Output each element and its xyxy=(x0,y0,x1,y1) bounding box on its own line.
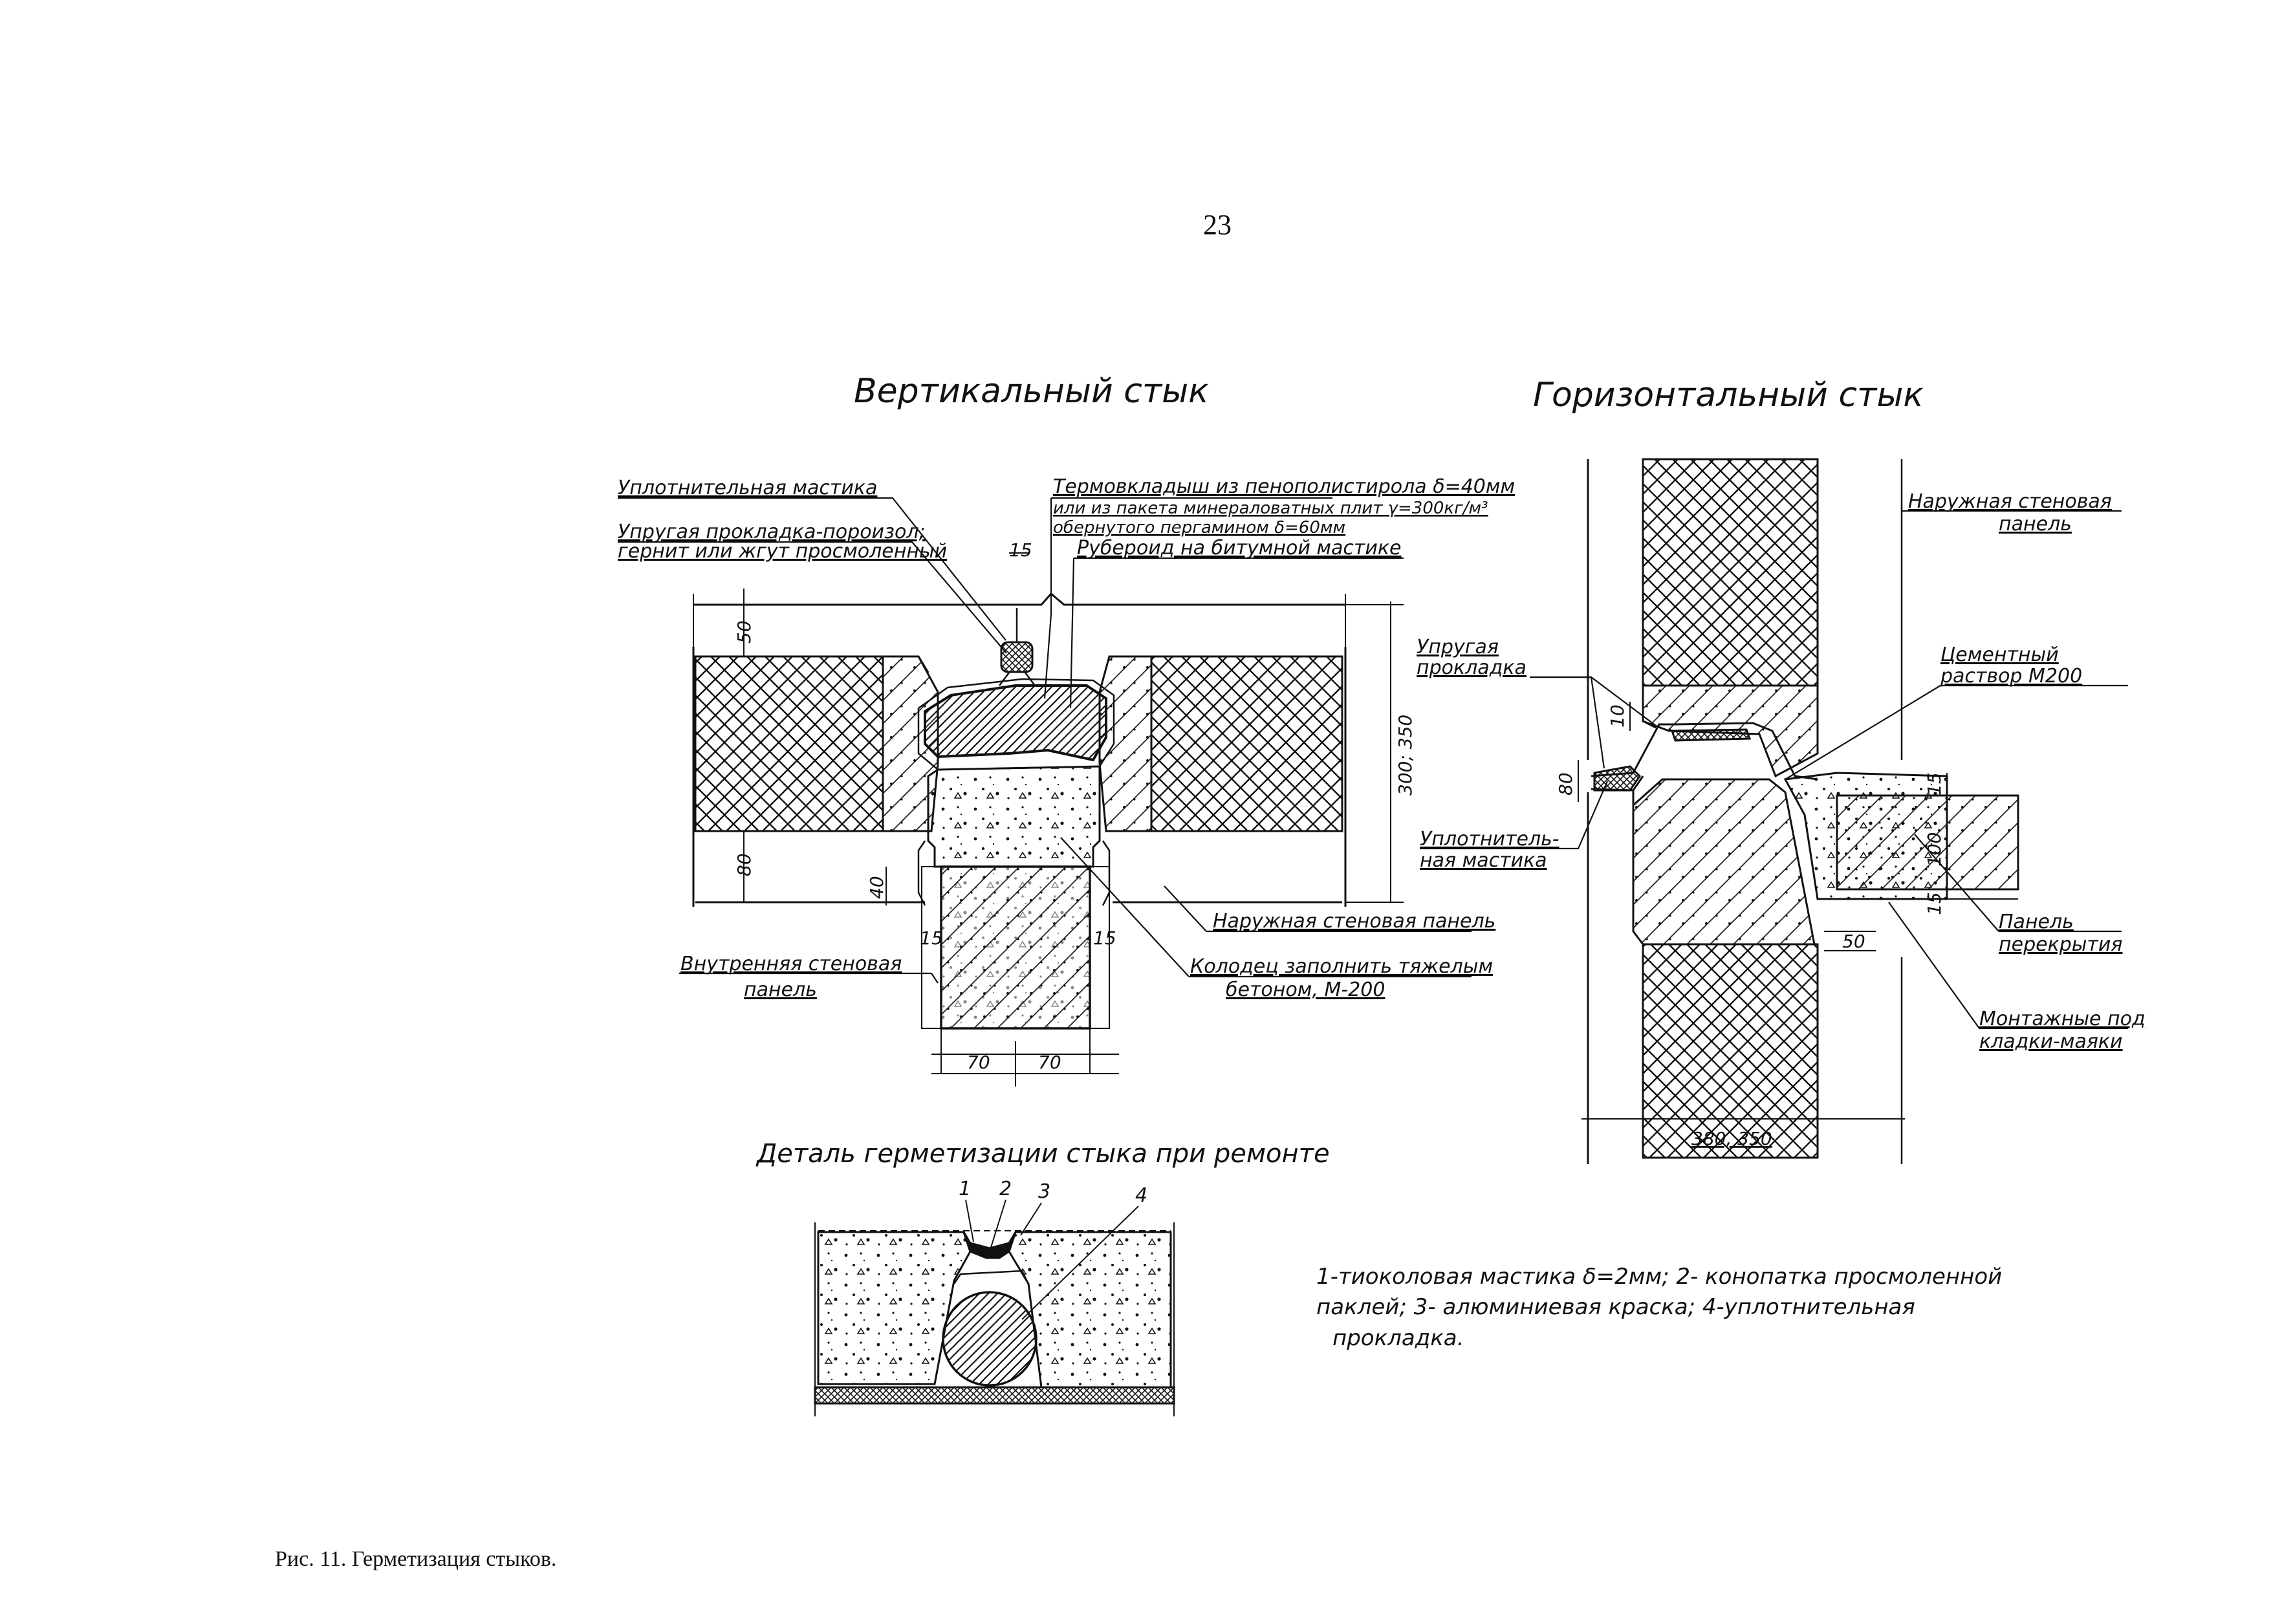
legend-line-3: прокладка. xyxy=(1332,1325,1464,1351)
label-h-floor-panel-1: Панель xyxy=(1999,911,2074,933)
label-h-mastic-1: Уплотнитель- xyxy=(1420,828,1559,850)
legend-line-1: 1-тиоколовая мастика δ=2мм; 2- конопатка… xyxy=(1316,1264,2002,1290)
dim-h-50: 50 xyxy=(1842,931,1865,952)
left-panel-insulation xyxy=(694,655,884,832)
callout-4: 4 xyxy=(1135,1184,1147,1207)
label-inner-panel-2: панель xyxy=(744,979,817,1001)
label-gasket-2: гернит или жгут просмоленный xyxy=(618,540,947,563)
repair-detail: Деталь герметизации стыка при ремонте xyxy=(755,1139,1330,1416)
label-h-cement-2: раствор М200 xyxy=(1940,665,2082,687)
lower-panel-insulation xyxy=(1642,943,1819,1159)
figure-caption: Рис. 11. Герметизация стыков. xyxy=(275,1547,557,1571)
dim-h-380: 380, 350 xyxy=(1691,1128,1772,1149)
label-outer-panel: Наружная стеновая панель xyxy=(1213,910,1495,933)
label-gasket-1: Упругая прокладка-пороизол; xyxy=(618,521,926,543)
thermal-insert xyxy=(924,684,1107,762)
vertical-joint-title: Вертикальный стык xyxy=(854,372,1209,411)
dim-h-10: 10 xyxy=(1607,704,1628,728)
label-h-gasket-2: прокладка xyxy=(1417,656,1527,679)
label-h-cement-1: Цементный xyxy=(1940,644,2059,666)
detail-gasket xyxy=(942,1291,1038,1387)
label-thermo-3: обернутого пергамином δ=60мм xyxy=(1053,518,1345,537)
horizontal-joint: Горизонтальный стык xyxy=(1420,376,2128,1164)
label-h-mastic-2: ная мастика xyxy=(1420,849,1547,872)
vertical-joint-labels: Уплотнительная мастика Упругая прокладка… xyxy=(618,475,1515,1001)
dim-h-15-top: 15 xyxy=(1924,772,1945,796)
detail-base-layer xyxy=(814,1386,1175,1405)
horizontal-sealing-mastic xyxy=(1593,765,1641,792)
detail-legend: 1-тиоколовая мастика δ=2мм; 2- конопатка… xyxy=(1316,1264,2002,1351)
label-thermo-1: Термовкладыш из пенополистирола δ=40мм xyxy=(1053,475,1515,498)
callout-3: 3 xyxy=(1038,1180,1050,1203)
label-sealing-mastic: Уплотнительная мастика xyxy=(618,477,877,499)
vertical-joint: Вертикальный стык xyxy=(618,372,1472,1087)
label-thermo-2: или из пакета минераловатных плит γ=300к… xyxy=(1053,499,1488,518)
dim-300-350: 300; 350 xyxy=(1395,715,1416,796)
detail-right-slab xyxy=(1008,1231,1172,1389)
dim-50: 50 xyxy=(734,620,755,644)
label-well-2: бетоном, М-200 xyxy=(1226,979,1385,1001)
dim-80: 80 xyxy=(734,853,755,876)
dim-h-80: 80 xyxy=(1555,772,1576,796)
dim-70-right: 70 xyxy=(1038,1052,1061,1073)
vertical-joint-dimensions: 15 50 300; 350 80 40 15 15 70 70 xyxy=(734,539,1416,1073)
label-well-1: Колодец заполнить тяжелым xyxy=(1190,955,1493,978)
detail-mastic xyxy=(962,1231,1017,1259)
dim-15-left: 15 xyxy=(920,927,943,949)
right-panel-rib xyxy=(1098,655,1153,832)
label-h-mount-1: Монтажные под xyxy=(1979,1008,2146,1030)
lower-panel-rib xyxy=(1632,778,1816,946)
dim-h-15-bottom: 15 xyxy=(1924,892,1945,915)
elastic-gasket xyxy=(1000,641,1034,673)
dim-15: 15 xyxy=(1009,539,1032,561)
upper-panel-insulation xyxy=(1642,458,1819,687)
detail-callouts: 1 2 3 4 xyxy=(959,1178,1147,1207)
dim-h-100: 100 xyxy=(1924,832,1945,867)
horizontal-gasket xyxy=(1670,728,1752,742)
horizontal-joint-title: Горизонтальный стык xyxy=(1533,376,1924,415)
label-inner-panel-1: Внутренняя стеновая xyxy=(680,953,902,975)
detail-title: Деталь герметизации стыка при ремонте xyxy=(755,1139,1330,1169)
label-h-outer-panel-2: панель xyxy=(1999,513,2072,536)
label-h-outer-panel-1: Наружная стеновая xyxy=(1908,490,2112,513)
page-number: 23 xyxy=(1203,209,1232,241)
callout-1: 1 xyxy=(959,1178,971,1200)
legend-line-2: паклей; 3- алюминиевая краска; 4-уплотни… xyxy=(1316,1294,1915,1320)
right-panel-insulation xyxy=(1150,655,1343,832)
dim-40: 40 xyxy=(866,876,887,899)
detail-left-slab xyxy=(817,1231,972,1385)
label-h-mount-2: кладки-маяки xyxy=(1979,1030,2123,1053)
callout-2: 2 xyxy=(999,1178,1012,1200)
label-h-floor-panel-2: перекрытия xyxy=(1999,933,2122,956)
horizontal-joint-labels: Наружная стеновая панель Упругая проклад… xyxy=(1417,490,2146,1053)
dim-70-left: 70 xyxy=(967,1052,990,1073)
label-h-gasket-1: Упругая xyxy=(1417,636,1499,658)
horizontal-joint-dimensions: 10 80 15 100 15 50 380, 350 xyxy=(1555,704,1945,1149)
label-ruberoid: Рубероид на битумной мастике xyxy=(1077,537,1401,559)
dim-15-right: 15 xyxy=(1093,927,1116,949)
